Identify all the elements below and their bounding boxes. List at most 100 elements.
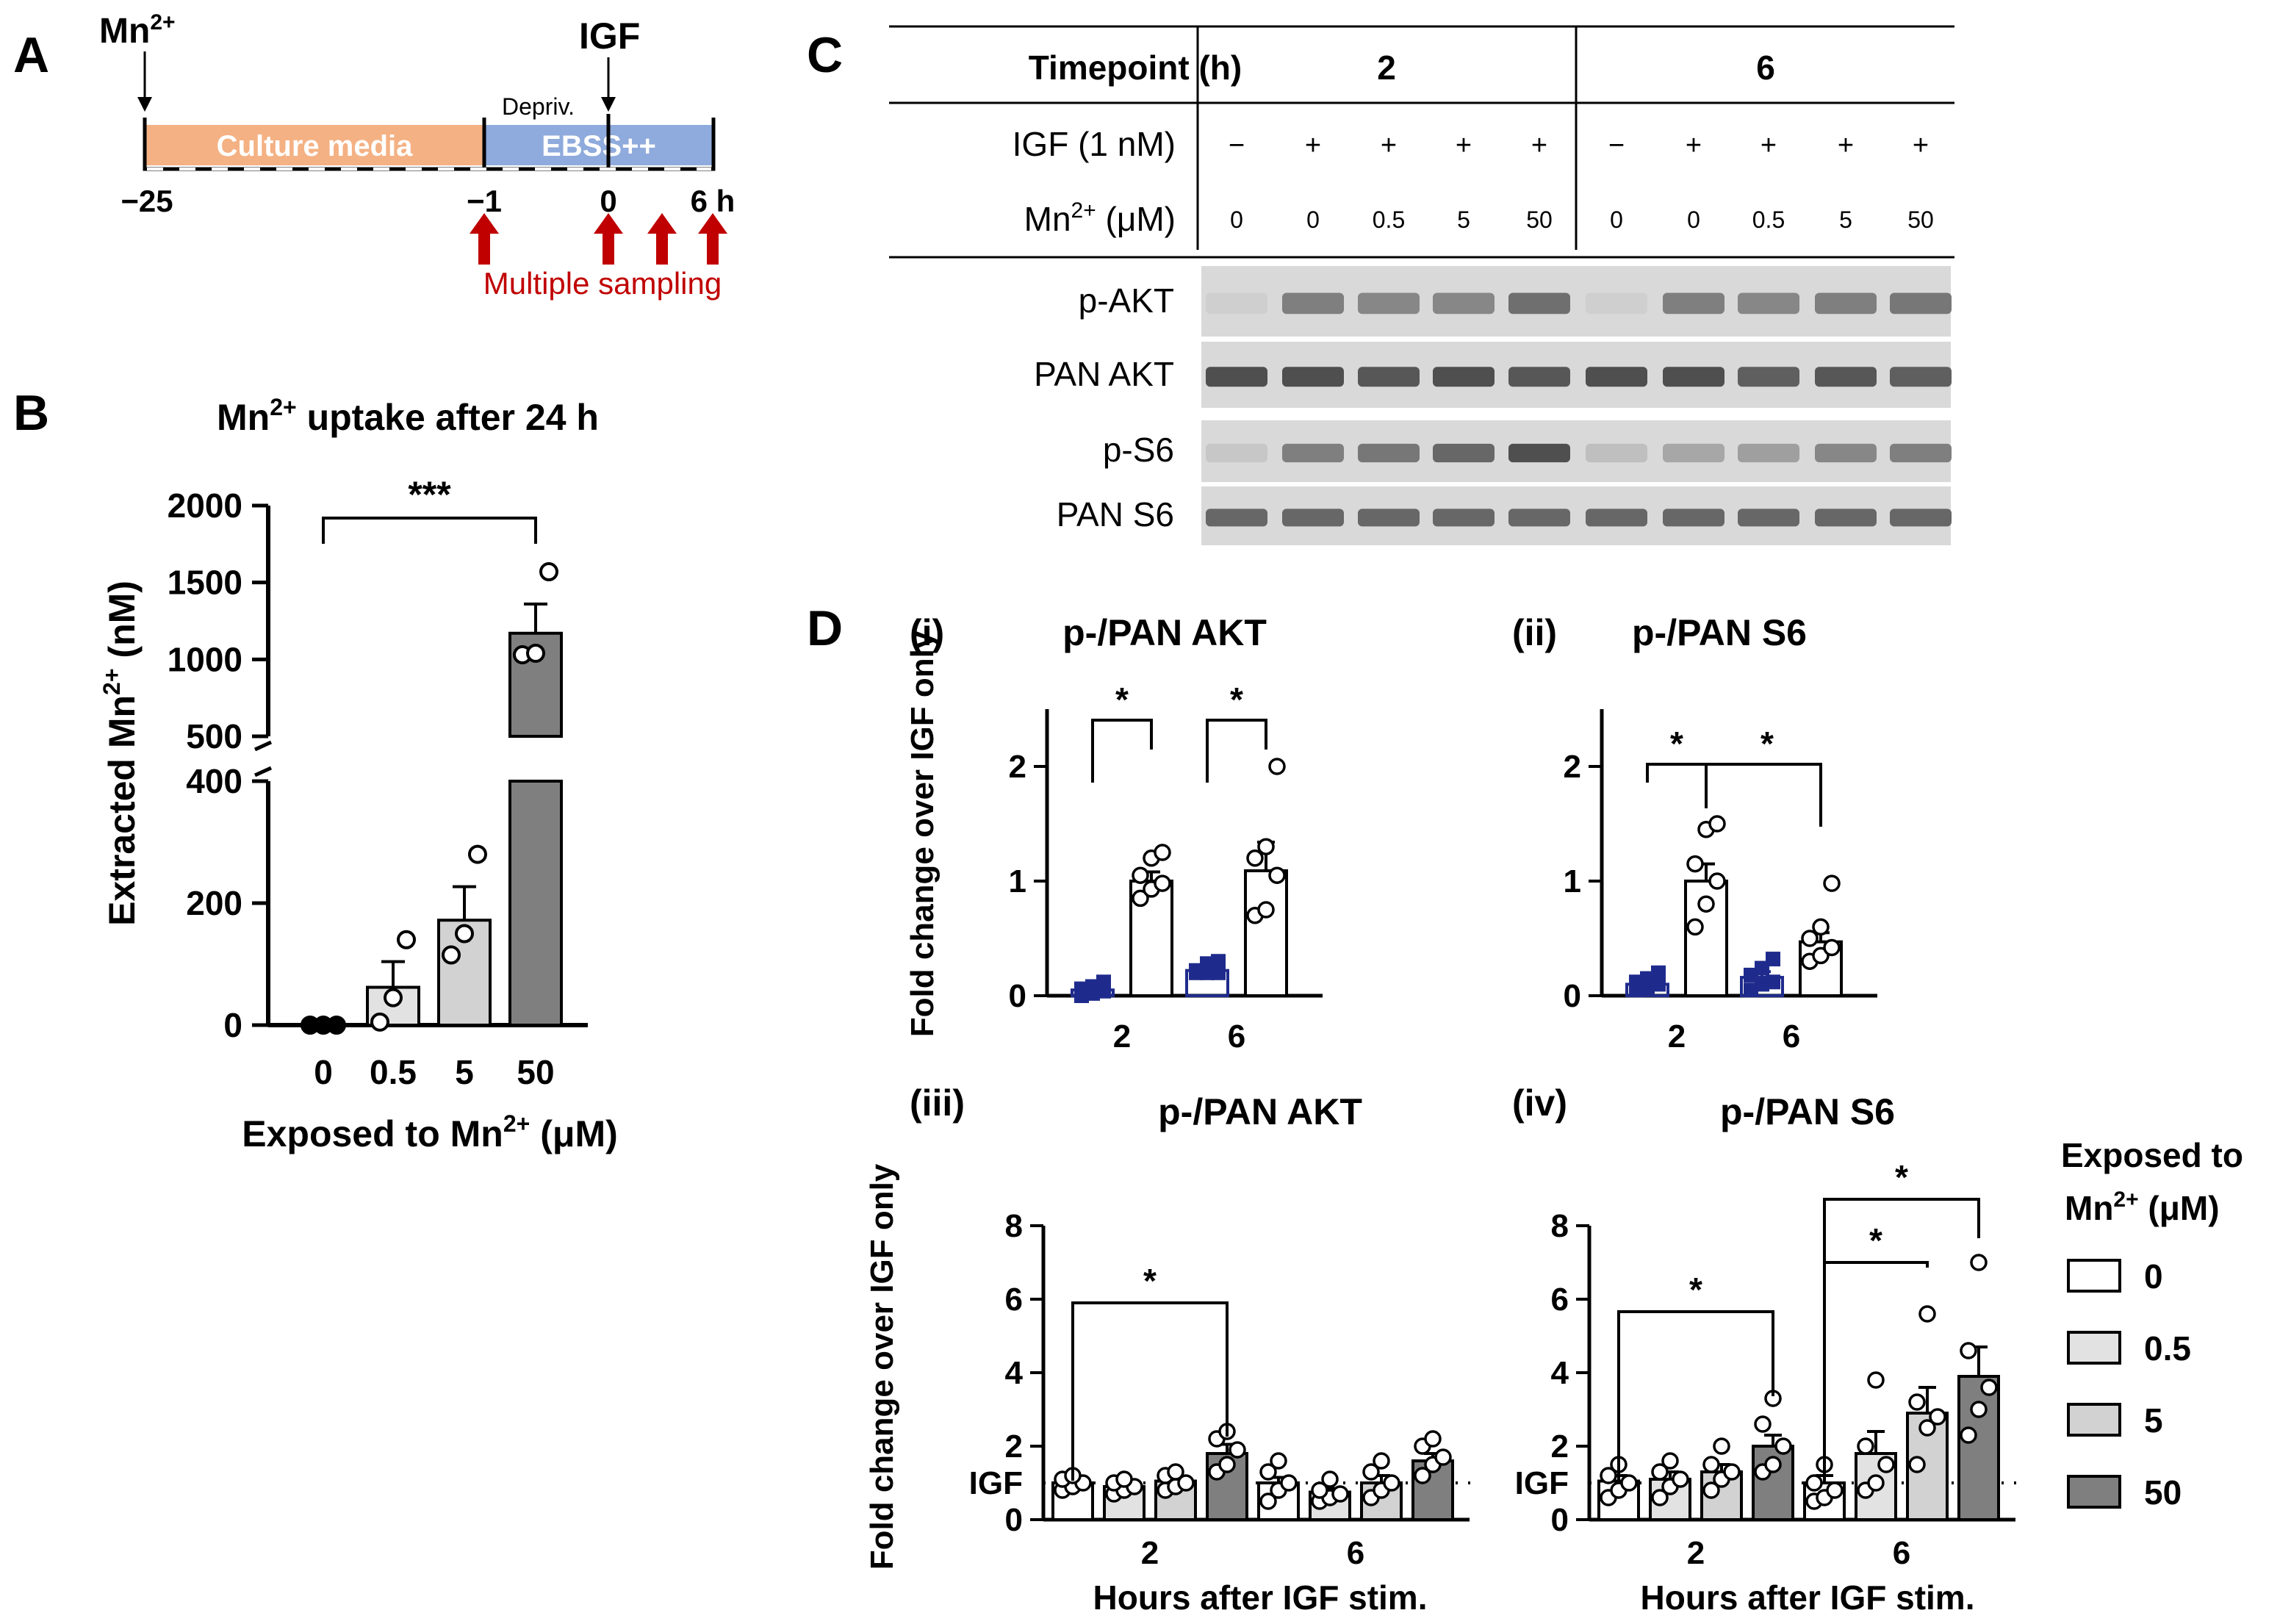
legend-swatch xyxy=(2067,1259,2121,1293)
blot-band xyxy=(1358,443,1420,463)
timeline-depriv-label: Depriv. xyxy=(502,93,575,120)
blot-band xyxy=(1738,292,1799,315)
chart-diii-xlabel: Hours after IGF stim. xyxy=(1093,1578,1428,1617)
blot-band xyxy=(1433,292,1495,315)
legend-title-line2: Mn2+ (μM) xyxy=(2065,1188,2220,1227)
data-point xyxy=(1823,938,1841,957)
axis-break-marks xyxy=(253,740,273,777)
data-point xyxy=(1257,901,1275,919)
data-point xyxy=(526,643,545,663)
blot-band xyxy=(1433,509,1495,527)
y-tick-label: 4 xyxy=(1005,1355,1024,1391)
data-point xyxy=(1980,1379,1998,1396)
y-tick-label: 200 xyxy=(186,884,242,922)
y-tick-label: 500 xyxy=(186,717,242,755)
blot-band xyxy=(1815,292,1877,315)
panel-label-c: C xyxy=(807,27,843,83)
data-point xyxy=(1257,838,1275,855)
blot-band xyxy=(1206,509,1267,527)
significance-bracket xyxy=(1646,763,1708,808)
blot-band xyxy=(1508,443,1570,463)
blot-label: PAN AKT xyxy=(1034,355,1174,393)
y-tick-label: 8 xyxy=(1551,1208,1569,1244)
y-tick-label: 8 xyxy=(1005,1208,1023,1244)
significance-label: * xyxy=(1115,680,1129,719)
blot-band xyxy=(1738,443,1799,463)
mn-arrowhead xyxy=(137,97,152,112)
blot-band xyxy=(1206,292,1267,315)
chart-dii-title: p-/PAN S6 xyxy=(1632,612,1807,653)
data-point xyxy=(1259,1463,1277,1481)
data-point xyxy=(1268,758,1286,775)
x-tick-label: 6 xyxy=(1228,1018,1245,1054)
blot-band xyxy=(1358,292,1420,315)
data-point xyxy=(1960,1342,1977,1359)
tick-6h: 6 h xyxy=(691,184,736,218)
data-point xyxy=(1713,1437,1730,1455)
y-tick-label: 0 xyxy=(1005,1502,1023,1538)
y-tick-label: 2 xyxy=(1564,749,1581,785)
bar xyxy=(1129,880,1173,997)
data-point xyxy=(1766,974,1780,990)
igf-lane-label: + xyxy=(1381,130,1397,161)
data-point xyxy=(1708,815,1726,833)
significance-bracket xyxy=(1071,1301,1229,1481)
sampling-arrows xyxy=(470,213,727,265)
blot-band xyxy=(1663,443,1724,463)
data-point xyxy=(1414,1467,1431,1484)
data-point xyxy=(1960,1426,1977,1444)
y-tick-label: 6 xyxy=(1551,1282,1569,1318)
mn-lane-label: 50 xyxy=(1526,206,1553,233)
data-point xyxy=(1259,1492,1277,1510)
blot-band xyxy=(1358,367,1420,387)
data-point xyxy=(1764,1456,1782,1473)
y-tick-label: 1000 xyxy=(168,640,242,678)
significance-bracket xyxy=(322,517,537,544)
data-point xyxy=(1600,1467,1617,1484)
blot-band xyxy=(1433,367,1495,387)
y-tick-label: 0 xyxy=(1564,978,1581,1014)
x-tick-label: 6 xyxy=(1347,1535,1364,1571)
legend-label: 0 xyxy=(2144,1257,2163,1296)
chart-di-title: p-/PAN AKT xyxy=(1062,612,1267,653)
data-point xyxy=(1280,1474,1298,1492)
panel-d-i-label: (i) xyxy=(910,612,944,653)
panel-d: D (i) (ii) (iii) (iv) p-/PAN AKT p-/PAN … xyxy=(807,600,2243,1617)
data-point xyxy=(468,844,487,864)
data-point xyxy=(1177,1474,1195,1492)
igf-lane-label: + xyxy=(1760,130,1777,161)
mn-lane-label: 5 xyxy=(1457,206,1470,233)
y-tick-label: 0 xyxy=(1551,1502,1569,1538)
panel-label-d: D xyxy=(807,600,843,656)
mn-lane-label: 0 xyxy=(1687,206,1700,233)
x-tick-label: 2 xyxy=(1687,1535,1705,1571)
x-tick-label: 50 xyxy=(517,1053,554,1091)
y-tick-label: 4 xyxy=(1551,1355,1569,1391)
data-point xyxy=(1096,974,1111,990)
legend-label: 0.5 xyxy=(2144,1329,2191,1368)
chart-div-xlabel: Hours after IGF stim. xyxy=(1641,1578,1975,1617)
data-point xyxy=(1908,1456,1926,1473)
data-point xyxy=(1651,965,1666,980)
data-point xyxy=(1218,1456,1236,1473)
data-point xyxy=(1383,1474,1400,1492)
blot-band xyxy=(1890,367,1952,387)
blot-label: p-AKT xyxy=(1079,281,1174,320)
data-point xyxy=(1867,1371,1885,1389)
y-tick-label: 2 xyxy=(1551,1429,1569,1465)
chart-b-xlabel: Exposed to Mn2+ (μM) xyxy=(242,1110,618,1154)
x-tick-label: 0.5 xyxy=(370,1053,417,1091)
significance-bracket xyxy=(1706,763,1822,827)
significance-bracket xyxy=(1823,1198,1980,1293)
data-point xyxy=(1697,895,1715,913)
blot-band xyxy=(1815,509,1877,527)
data-point xyxy=(1918,1305,1936,1323)
blot-band xyxy=(1738,509,1799,527)
data-point xyxy=(1167,1463,1184,1481)
data-point xyxy=(1826,1481,1844,1499)
blot-band xyxy=(1663,367,1724,387)
